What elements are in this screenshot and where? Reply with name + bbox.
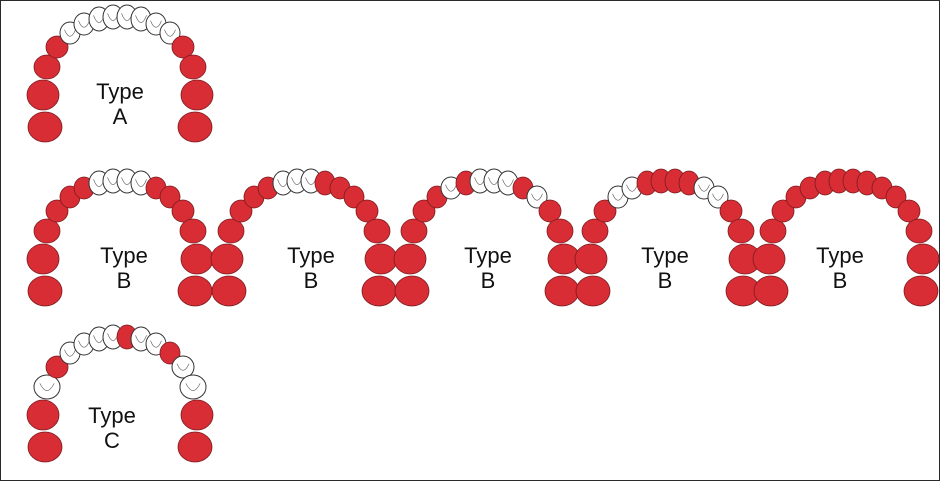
tooth-red-11	[159, 341, 181, 365]
tooth-red-13	[363, 218, 391, 244]
tooth-red-1	[26, 399, 60, 431]
dental-arch-type-b-4: Type B	[574, 168, 762, 315]
tooth-red-12	[538, 199, 562, 223]
tooth-red-3	[593, 199, 617, 223]
tooth-red-12	[355, 199, 379, 223]
tooth-red-14	[180, 79, 214, 111]
tooth-red-0	[753, 275, 789, 307]
tooth-red-3	[412, 199, 436, 223]
type-label-letter: B	[480, 268, 496, 293]
dental-arch-type-b-2: Type B	[210, 168, 398, 315]
tooth-red-2	[759, 218, 787, 244]
type-label-b-4: Type B	[625, 243, 705, 293]
dental-arch-type-b-1: Type B	[26, 168, 214, 315]
tooth-red-0	[394, 275, 430, 307]
type-label-c: Type C	[72, 403, 152, 453]
tooth-red-3	[229, 199, 253, 223]
tooth-red-2	[33, 218, 61, 244]
type-label-letter: C	[104, 428, 120, 453]
tooth-red-2	[581, 218, 609, 244]
dental-arch-type-a: Type A	[26, 4, 214, 151]
tooth-red-12	[171, 35, 195, 59]
type-label-letter: B	[303, 268, 319, 293]
tooth-red-1	[26, 243, 60, 275]
tooth-red-3	[45, 35, 69, 59]
type-label-word: Type	[100, 243, 148, 268]
type-label-word: Type	[88, 403, 136, 428]
tooth-red-0	[575, 275, 611, 307]
tooth-red-14	[180, 243, 214, 275]
tooth-red-3	[45, 355, 69, 379]
type-label-word: Type	[464, 243, 512, 268]
arch-svg-type-c	[26, 324, 214, 463]
tooth-white-13	[179, 374, 207, 400]
tooth-red-11	[885, 185, 907, 209]
tooth-red-2	[400, 218, 428, 244]
type-label-b-5: Type B	[800, 243, 880, 293]
type-label-letter: B	[832, 268, 848, 293]
type-label-letter: A	[112, 104, 128, 129]
tooth-red-14	[180, 399, 214, 431]
tooth-red-2	[217, 218, 245, 244]
tooth-red-13	[179, 218, 207, 244]
type-label-word: Type	[641, 243, 689, 268]
arch-svg-type-b-3	[393, 168, 581, 307]
tooth-red-15	[177, 275, 213, 307]
tooth-red-12	[897, 199, 921, 223]
tooth-red-13	[546, 218, 574, 244]
tooth-red-11	[159, 185, 181, 209]
arch-svg-type-b-5	[752, 168, 940, 307]
tooth-red-11	[343, 185, 365, 209]
type-label-b-1: Type B	[84, 243, 164, 293]
tooth-red-0	[27, 431, 63, 463]
tooth-red-13	[727, 218, 755, 244]
tooth-red-0	[27, 275, 63, 307]
tooth-red-15	[177, 111, 213, 143]
tooth-red-0	[27, 111, 63, 143]
tooth-red-13	[905, 218, 933, 244]
dental-arch-type-b-3: Type B	[393, 168, 581, 315]
tooth-red-1	[574, 243, 608, 275]
tooth-red-3	[45, 199, 69, 223]
tooth-red-15	[544, 275, 580, 307]
tooth-red-0	[211, 275, 247, 307]
type-label-letter: B	[116, 268, 132, 293]
tooth-red-1	[752, 243, 786, 275]
dental-arch-type-b-5: Type B	[752, 168, 940, 315]
type-label-word: Type	[816, 243, 864, 268]
arch-svg-type-b-2	[210, 168, 398, 307]
tooth-red-12	[719, 199, 743, 223]
type-label-word: Type	[96, 79, 144, 104]
arch-svg-type-b-1	[26, 168, 214, 307]
tooth-red-3	[771, 199, 795, 223]
tooth-red-14	[364, 243, 398, 275]
type-label-a: Type A	[80, 79, 160, 129]
dental-arch-type-c: Type C	[26, 324, 214, 471]
type-label-b-3: Type B	[448, 243, 528, 293]
tooth-white-12	[171, 355, 195, 379]
tooth-red-15	[903, 275, 939, 307]
tooth-red-1	[210, 243, 244, 275]
tooth-red-2	[33, 54, 61, 80]
type-label-word: Type	[287, 243, 335, 268]
tooth-red-1	[26, 79, 60, 111]
arch-svg-type-b-4	[574, 168, 762, 307]
tooth-white-11	[526, 185, 548, 209]
tooth-white-11	[707, 185, 729, 209]
tooth-red-15	[177, 431, 213, 463]
tooth-red-1	[393, 243, 427, 275]
type-label-b-2: Type B	[271, 243, 351, 293]
arch-svg-type-a	[26, 4, 214, 143]
tooth-white-2	[33, 374, 61, 400]
tooth-red-14	[906, 243, 940, 275]
tooth-red-15	[361, 275, 397, 307]
tooth-red-12	[171, 199, 195, 223]
type-label-letter: B	[657, 268, 673, 293]
tooth-red-13	[179, 54, 207, 80]
tooth-white-11	[159, 21, 181, 45]
